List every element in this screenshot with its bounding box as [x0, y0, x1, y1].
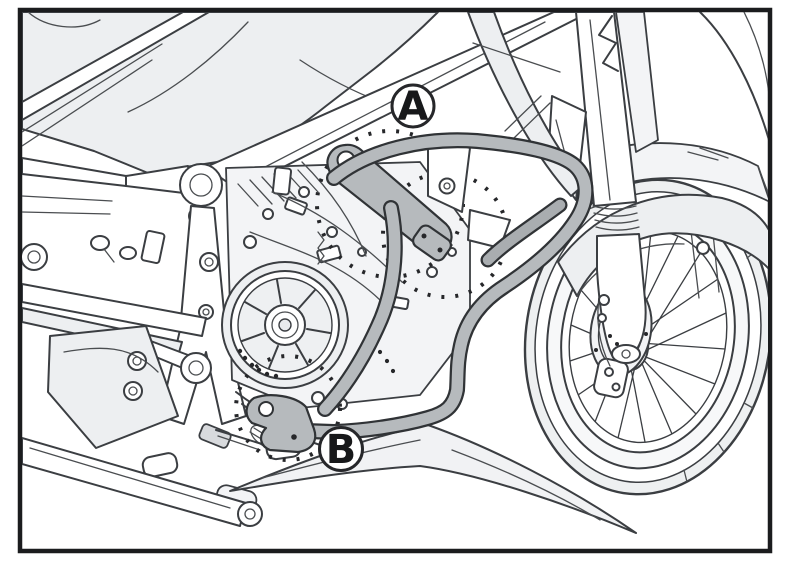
engine-guard: [245, 132, 594, 454]
front-fork: [547, 12, 659, 364]
callout-a-circle: [390, 83, 436, 129]
callout-b-circle: [318, 426, 364, 472]
callout-a-label: A: [398, 84, 429, 130]
dotted-highlight-b: [234, 349, 396, 462]
fork-gaiter: [592, 205, 640, 231]
callout-b: B: [318, 426, 364, 473]
engine-cover: [221, 261, 349, 389]
callout-a: A: [390, 83, 436, 130]
rear-frame-and-bodywork: [22, 12, 591, 527]
callout-b-label: B: [326, 427, 357, 473]
